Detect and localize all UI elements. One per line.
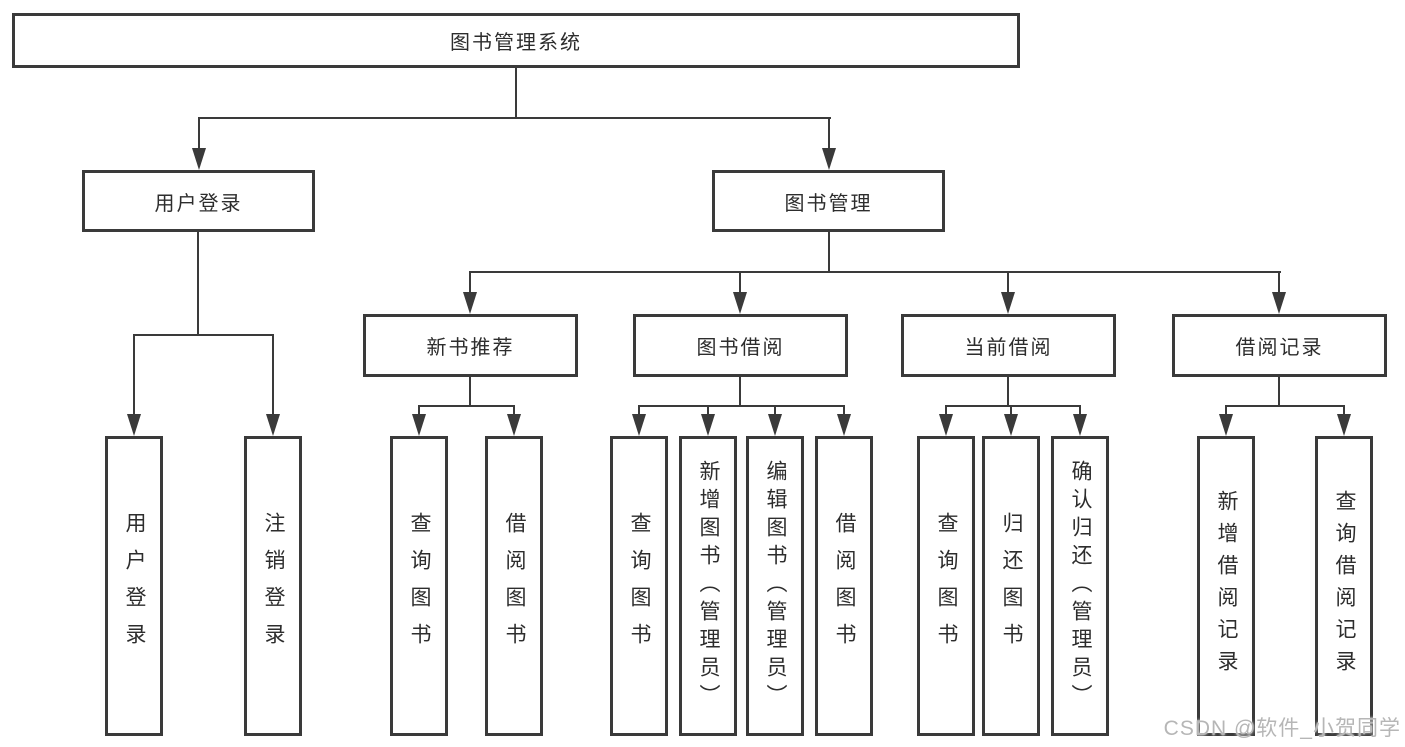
connector-line	[739, 377, 741, 407]
node-user-login: 用户登录	[82, 170, 315, 232]
connector-line	[418, 405, 515, 407]
leaf-edit-books-admin: 编辑图书（管理员）	[746, 436, 804, 736]
leaf-return-books: 归还图书	[982, 436, 1040, 736]
arrow-down-icon	[733, 272, 747, 314]
leaf-query-borrow-record: 查询借阅记录	[1315, 436, 1373, 736]
arrow-down-icon	[507, 406, 521, 436]
arrow-down-icon	[463, 272, 477, 314]
arrow-down-icon	[1073, 406, 1087, 436]
arrow-down-icon	[412, 406, 426, 436]
arrow-down-icon	[192, 118, 206, 170]
arrow-down-icon	[939, 406, 953, 436]
leaf-user-login: 用户登录	[105, 436, 163, 736]
node-root-system: 图书管理系统	[12, 13, 1020, 68]
arrow-down-icon	[1219, 406, 1233, 436]
leaf-logout: 注销登录	[244, 436, 302, 736]
arrow-down-icon	[127, 336, 141, 436]
connector-line	[469, 377, 471, 407]
leaf-borrow-books: 借阅图书	[815, 436, 873, 736]
node-book-management: 图书管理	[712, 170, 945, 232]
leaf-add-books-admin: 新增图书（管理员）	[679, 436, 737, 736]
connector-line	[133, 334, 274, 336]
node-borrowing-records: 借阅记录	[1172, 314, 1387, 377]
connector-line	[1278, 377, 1280, 407]
leaf-borrow-books: 借阅图书	[485, 436, 543, 736]
connector-line	[515, 68, 517, 118]
arrow-down-icon	[768, 406, 782, 436]
arrow-down-icon	[632, 406, 646, 436]
leaf-query-books: 查询图书	[610, 436, 668, 736]
node-new-book-recommend: 新书推荐	[363, 314, 578, 377]
arrow-down-icon	[1001, 272, 1015, 314]
connector-line	[469, 271, 1281, 273]
leaf-query-books: 查询图书	[390, 436, 448, 736]
arrow-down-icon	[822, 118, 836, 170]
connector-line	[197, 232, 199, 336]
connector-line	[638, 405, 845, 407]
connector-line	[1225, 405, 1345, 407]
leaf-query-books: 查询图书	[917, 436, 975, 736]
csdn-watermark: CSDN @软件_小贺同学	[1163, 717, 1401, 740]
arrow-down-icon	[1337, 406, 1351, 436]
node-current-borrowing: 当前借阅	[901, 314, 1116, 377]
arrow-down-icon	[837, 406, 851, 436]
connector-line	[1007, 377, 1009, 407]
node-book-borrowing: 图书借阅	[633, 314, 848, 377]
leaf-add-borrow-record: 新增借阅记录	[1197, 436, 1255, 736]
arrow-down-icon	[1272, 272, 1286, 314]
connector-line	[945, 405, 1081, 407]
arrow-down-icon	[266, 336, 280, 436]
connector-line	[198, 117, 831, 119]
leaf-confirm-return-admin: 确认归还（管理员）	[1051, 436, 1109, 736]
connector-line	[828, 232, 830, 273]
arrow-down-icon	[1004, 406, 1018, 436]
arrow-down-icon	[701, 406, 715, 436]
